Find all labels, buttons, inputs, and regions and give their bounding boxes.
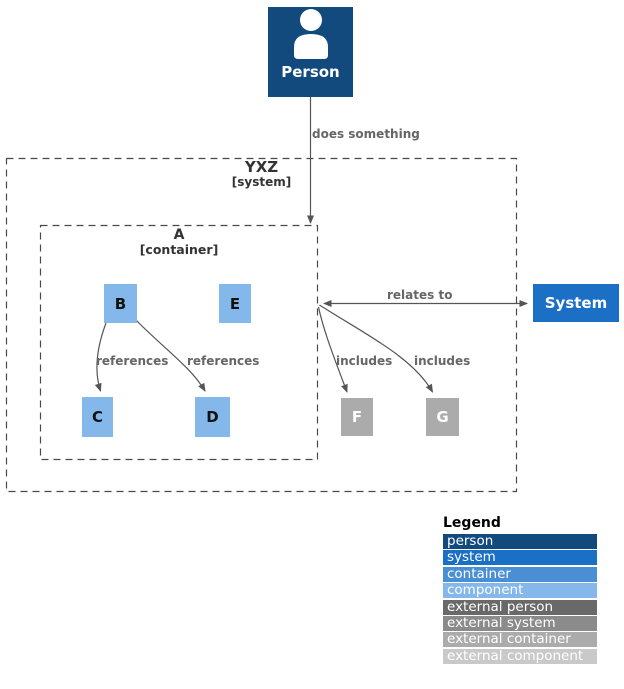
edge-label-references-2: references — [187, 354, 260, 368]
node-g: G — [426, 398, 459, 436]
edge-includes-g — [319, 304, 434, 393]
legend-item-component: component — [443, 583, 597, 599]
node-d: D — [195, 397, 230, 437]
legend-item-container: container — [443, 566, 597, 582]
legend-item-external-container: external container — [443, 632, 597, 648]
system-boundary-title: YXZ [system] — [6, 159, 517, 189]
legend-item-person: person — [443, 534, 597, 549]
edge-includes-f — [317, 306, 348, 393]
container-boundary-name: A — [173, 227, 185, 243]
edge-label-relates-to: relates to — [387, 288, 453, 302]
person-icon — [293, 9, 328, 59]
edge-label-references-1: references — [96, 354, 169, 368]
legend-item-system: system — [443, 550, 597, 566]
node-system: System — [533, 284, 619, 322]
node-person: Person — [268, 7, 353, 97]
container-boundary-title: A [container] — [40, 228, 318, 257]
legend-item-external-system: external system — [443, 615, 597, 631]
system-boundary-box — [5, 157, 518, 493]
node-e: E — [219, 284, 251, 323]
edge-label-includes-1: includes — [336, 354, 393, 368]
system-boundary-type: [system] — [231, 175, 292, 189]
container-boundary-type: [container] — [139, 242, 219, 257]
node-c: C — [82, 397, 113, 437]
person-label: Person — [281, 63, 340, 81]
legend-item-external-person: external person — [443, 599, 597, 615]
legend-item-external-component: external component — [443, 648, 597, 664]
system-boundary-name: YXZ — [244, 158, 279, 176]
legend-title: Legend — [443, 515, 501, 531]
node-b: B — [104, 284, 137, 323]
edge-label-does-something: does something — [312, 127, 420, 141]
edge-label-includes-2: includes — [414, 354, 471, 368]
node-f: F — [341, 398, 373, 436]
